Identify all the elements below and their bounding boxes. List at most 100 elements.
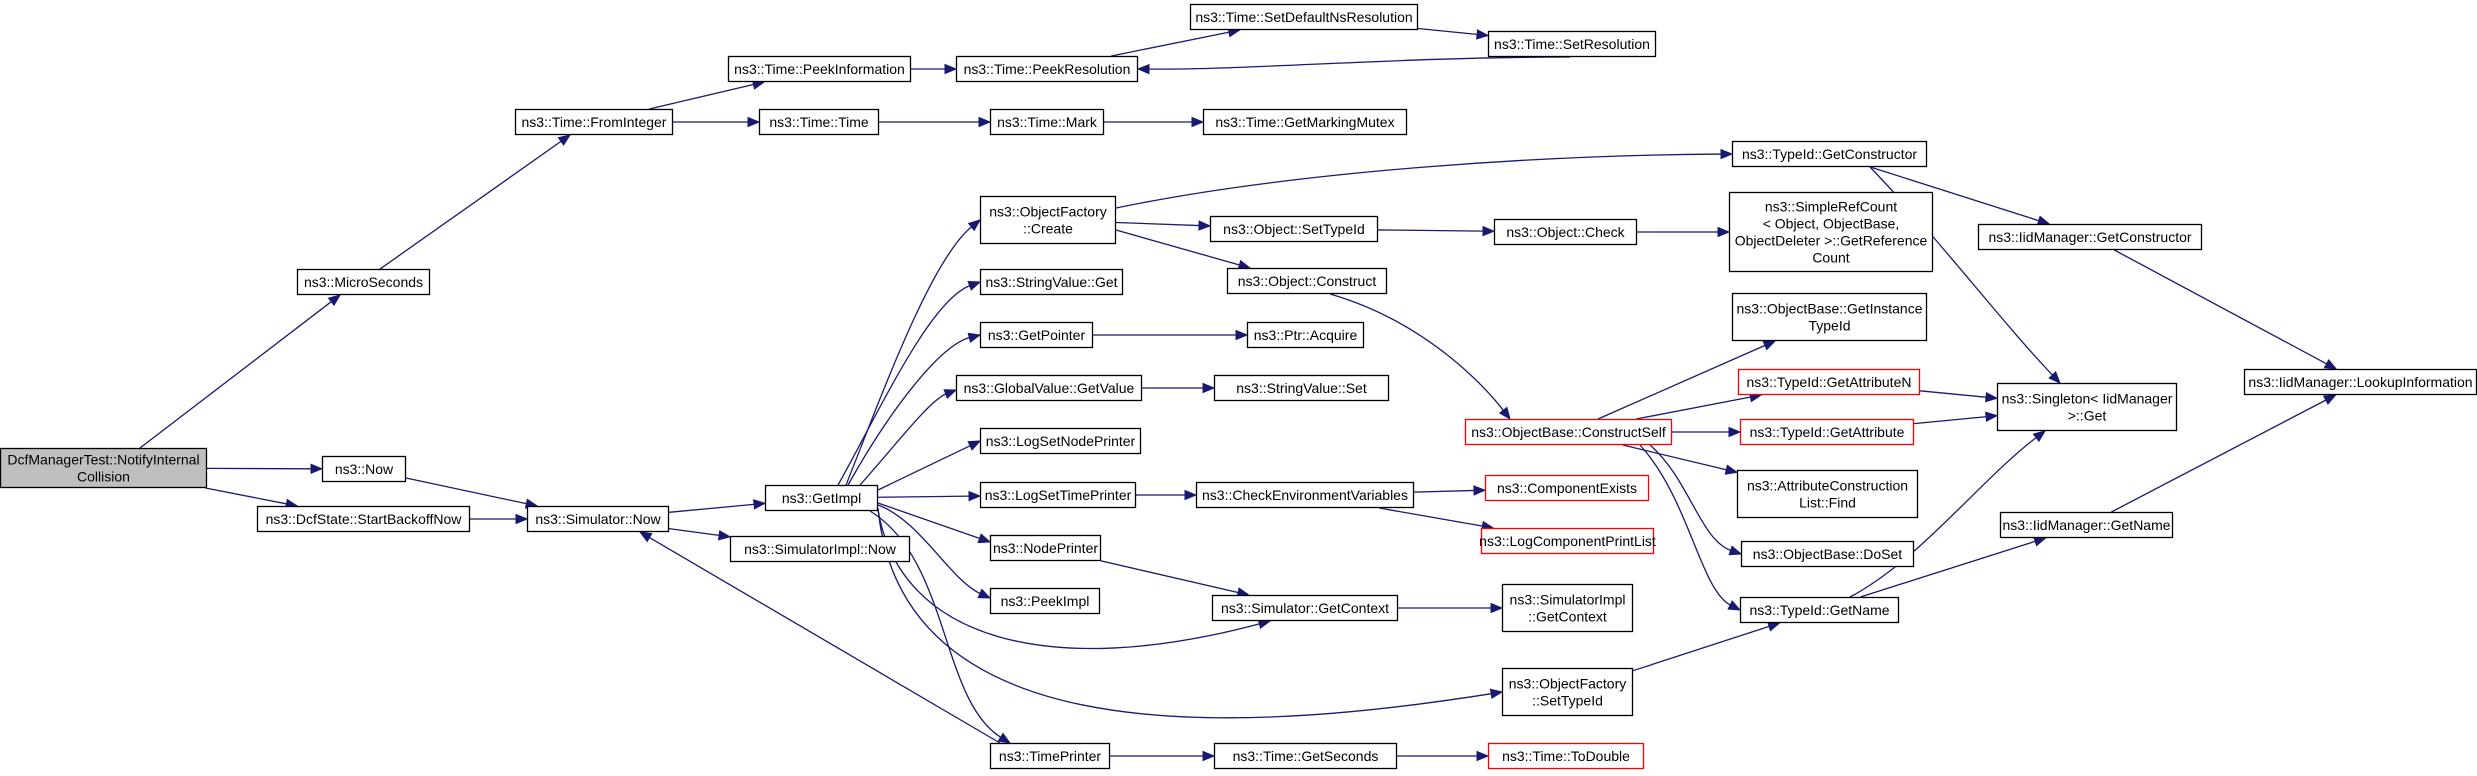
node-label: ns3::GlobalValue::GetValue [964,380,1135,396]
edge-peekinfo-to-peekres [911,63,958,75]
node-label: ns3::Simulator::Now [535,511,661,527]
edge-logsettime-to-checkenv [1136,489,1198,501]
node-getmarking[interactable]: ns3::Time::GetMarkingMutex [1202,108,1408,136]
node-objfsettid[interactable]: ns3::ObjectFactory::SetTypeId [1501,667,1634,717]
node-strvalset[interactable]: ns3::StringValue::Set [1213,374,1390,402]
node-label: ns3::ObjectBase::GetInstance [1737,301,1923,317]
node-label: ns3::Time::Mark [997,114,1098,130]
node-label: ns3::SimpleRefCount [1765,199,1897,215]
node-micro[interactable]: ns3::MicroSeconds [296,268,431,296]
node-label: ns3::StringValue::Set [1236,380,1367,396]
node-label: >::Get [2068,408,2107,424]
node-label: ns3::LogSetTimePrinter [985,487,1132,503]
node-doset[interactable]: ns3::ObjectBase::DoSet [1740,540,1915,568]
node-peekimpl[interactable]: ns3::PeekImpl [989,587,1101,615]
node-box [526,505,670,533]
edge-getimpl-to-objfcreate [845,219,982,486]
node-nodeprinter[interactable]: ns3::NodePrinter [989,534,1102,562]
node-box [296,268,431,296]
node-getpointer[interactable]: ns3::GetPointer [979,321,1094,349]
node-singleton[interactable]: ns3::Singleton< IidManager>::Get [1996,382,2178,432]
node-refcount[interactable]: ns3::SimpleRefCount< Object, ObjectBase,… [1728,191,1934,273]
node-iidgetctor[interactable]: ns3::IidManager::GetConstructor [1977,223,2203,251]
node-label: List::Find [1799,495,1856,511]
node-compexists[interactable]: ns3::ComponentExists [1484,474,1650,502]
node-logsettime[interactable]: ns3::LogSetTimePrinter [979,481,1137,509]
edge-simnow-to-simimplnow [668,527,732,541]
edge-getattrn-to-singleton [1919,390,1999,403]
node-timeprinter[interactable]: ns3::TimePrinter [989,742,1111,770]
node-todouble[interactable]: ns3::Time::ToDouble [1487,742,1645,770]
node-simimplctx[interactable]: ns3::SimulatorImpl::GetContext [1501,583,1634,633]
node-lookup[interactable]: ns3::IidManager::LookupInformation [2243,368,2477,396]
node-box [1487,30,1657,58]
node-settypeid[interactable]: ns3::Object::SetTypeId [1209,215,1379,243]
node-strvalget[interactable]: ns3::StringValue::Get [979,268,1124,296]
node-timetime[interactable]: ns3::Time::Time [758,108,880,136]
node-box [1737,368,1921,396]
edge-fromint-to-peekinfo [649,79,766,110]
node-box [1480,527,1655,555]
node-getseconds[interactable]: ns3::Time::GetSeconds [1213,742,1398,770]
node-dcfstate[interactable]: ns3::DcfState::StartBackoffNow [256,505,471,533]
node-label: ::Create [1023,221,1073,237]
node-constructself[interactable]: ns3::ObjectBase::ConstructSelf [1464,418,1673,446]
node-label: TypeId [1808,318,1850,334]
node-ptracquire[interactable]: ns3::Ptr::Acquire [1246,321,1365,349]
edge-checkenv-to-compexists [1413,485,1487,496]
edge-getimpl-to-strvalget [837,280,982,486]
edge-micro-to-fromint [379,134,572,270]
edge-root-to-now [206,463,324,475]
node-getattr[interactable]: ns3::TypeId::GetAttribute [1739,418,1915,446]
node-setdefault[interactable]: ns3::Time::SetDefaultNsResolution [1189,3,1419,31]
node-label: ns3::Time::SetResolution [1494,36,1650,52]
node-logcompprint[interactable]: ns3::LogComponentPrintList [1479,527,1656,555]
node-label: ns3::Object::Construct [1238,273,1377,289]
node-label: ns3::TypeId::GetAttribute [1750,424,1905,440]
node-label: ns3::TypeId::GetName [1749,602,1889,618]
node-box [1493,218,1638,246]
node-getimpl[interactable]: ns3::GetImpl [764,484,879,512]
node-box [989,108,1105,136]
edge-getimpl-to-nodeprinter [877,502,992,544]
node-simgetctx[interactable]: ns3::Simulator::GetContext [1211,594,1399,622]
node-getattrn[interactable]: ns3::TypeId::GetAttributeN [1737,368,1921,396]
node-objcheck[interactable]: ns3::Object::Check [1493,218,1638,246]
node-simimplnow[interactable]: ns3::SimulatorImpl::Now [729,535,911,563]
node-label: Count [1812,250,1849,266]
node-mark[interactable]: ns3::Time::Mark [989,108,1105,136]
node-logsetnode[interactable]: ns3::LogSetNodePrinter [979,427,1142,455]
node-label: ::SetTypeId [1532,693,1603,709]
edge-root-to-micro [139,294,342,449]
edge-mark-to-getmarking [1104,116,1205,128]
node-peekinfo[interactable]: ns3::Time::PeekInformation [727,55,912,83]
node-checkenv[interactable]: ns3::CheckEnvironmentVariables [1195,481,1415,509]
node-objfcreate[interactable]: ns3::ObjectFactory::Create [979,195,1117,245]
node-fromint[interactable]: ns3::Time::FromInteger [514,108,674,136]
node-iidgetname[interactable]: ns3::IidManager::GetName [1999,511,2174,539]
node-globval[interactable]: ns3::GlobalValue::GetValue [955,374,1143,402]
node-simnow[interactable]: ns3::Simulator::Now [526,505,670,533]
edge-root-to-dcfstate [205,487,299,509]
node-label: ns3::TimePrinter [999,748,1102,764]
node-label: ns3::Time::ToDouble [1502,748,1630,764]
edge-timeprinter-to-simnow [638,531,1001,744]
edge-getattr-to-singleton [1913,411,1999,425]
node-peekres[interactable]: ns3::Time::PeekResolution [955,55,1139,83]
node-tidgetctor[interactable]: ns3::TypeId::GetConstructor [1731,140,1928,168]
node-label: ns3::ObjectBase::ConstructSelf [1471,424,1666,440]
node-setres[interactable]: ns3::Time::SetResolution [1487,30,1657,58]
node-now[interactable]: ns3::Now [321,455,407,483]
node-label: ns3::ObjectFactory [989,204,1107,220]
node-box [1731,292,1928,342]
node-box [729,535,911,563]
node-objconstruct[interactable]: ns3::Object::Construct [1226,267,1388,295]
node-tidgetname[interactable]: ns3::TypeId::GetName [1739,596,1900,624]
edge-dcfstate-to-simnow [470,513,529,525]
node-label: ns3::StringValue::Get [985,274,1117,290]
node-label: ns3::Singleton< IidManager [2002,391,2173,407]
